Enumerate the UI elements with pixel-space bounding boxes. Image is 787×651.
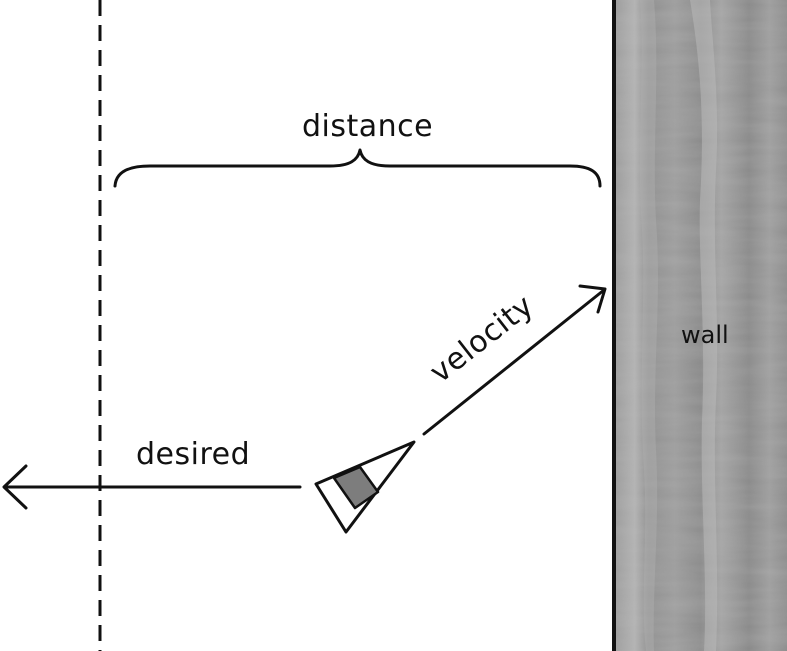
desired-label: desired: [136, 437, 250, 472]
wall-light-streak: [690, 0, 718, 651]
vehicle: [314, 440, 416, 534]
wall-label: wall: [681, 321, 729, 349]
distance-brace: [113, 148, 602, 188]
wall-light-streak-2: [639, 0, 658, 651]
velocity-arrowhead: [578, 284, 607, 314]
wall: [612, 0, 787, 651]
velocity-shaft: [422, 288, 606, 436]
desired-arrow: [2, 464, 302, 510]
velocity-label: velocity: [423, 288, 540, 390]
velocity-arrow: [422, 284, 607, 436]
vehicle-stripe: [332, 465, 380, 510]
distance-label: distance: [302, 109, 433, 144]
desired-arrowhead: [2, 464, 28, 510]
